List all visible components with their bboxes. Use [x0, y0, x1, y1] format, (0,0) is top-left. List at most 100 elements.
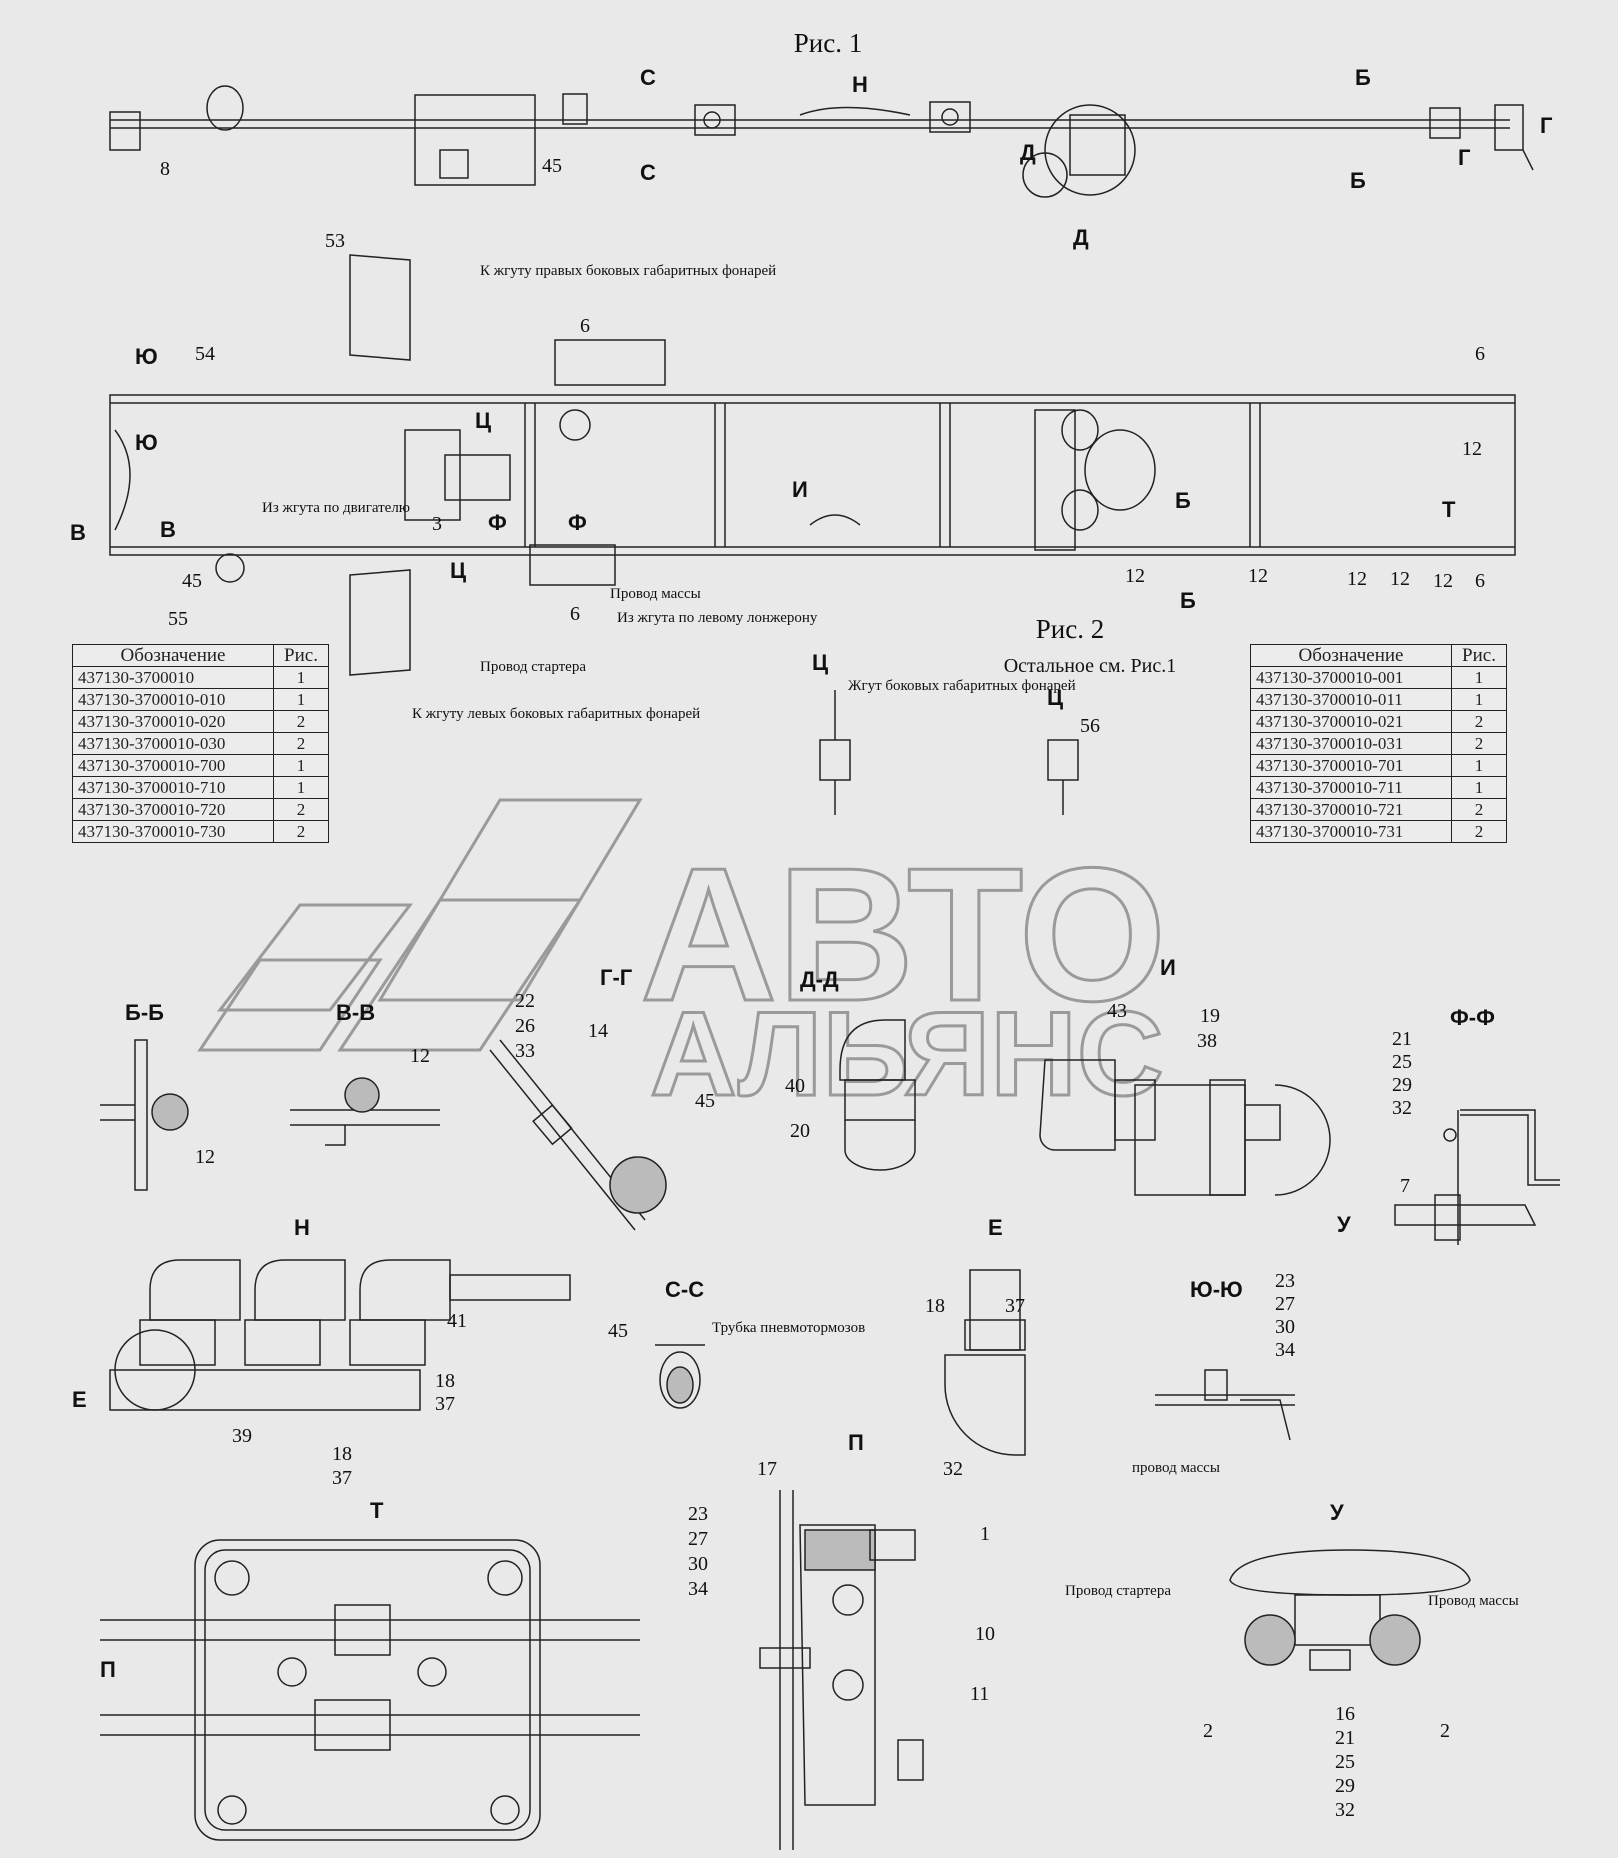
fig2-labels: 53 54 6 6 12 3 45 55 6 6 12 12 12 12 12 … [70, 230, 1485, 722]
fig1-section-b-bottom: Б [1350, 168, 1366, 193]
spec-left-fig: 2 [273, 732, 329, 755]
fig2-pos-53: 53 [325, 230, 345, 252]
section-yuyu-pos-34: 34 [1275, 1339, 1295, 1361]
view-u-pos-16: 16 [1335, 1703, 1355, 1725]
fig2-section-b-bottom: Б [1180, 588, 1196, 613]
spec-left-code: 437130-3700010-010 [72, 688, 274, 711]
spec-right-code: 437130-3700010-031 [1250, 732, 1452, 755]
view-t-view-p: П [100, 1657, 116, 1682]
view-p: П 17 32 1 10 11 23 27 30 34 [688, 1430, 995, 1850]
section-gg: Г-Г 22 26 33 14 45 [489, 965, 715, 1231]
fig2-pos-6-br: 6 [1475, 570, 1485, 592]
view-e-pos-18: 18 [925, 1295, 945, 1317]
spec-right-fig: 1 [1451, 754, 1507, 777]
fig2-pos-12-right: 12 [1462, 438, 1482, 460]
section-bb: Б-Б 12 [100, 1000, 215, 1191]
spec-right-code: 437130-3700010-021 [1250, 710, 1452, 733]
fig1-labels: 8 45 С С Н Б Б Г Г Д Д [160, 65, 1553, 250]
spec-right-code: 437130-3700010-001 [1250, 666, 1452, 689]
view-e-title: Е [988, 1215, 1003, 1240]
view-u-ground-note: Провод массы [1428, 1593, 1519, 1609]
view-p-pos-1: 1 [980, 1523, 990, 1545]
fig2-frame-top-view [109, 254, 1516, 676]
view-u-starter-note: Провод стартера [1065, 1583, 1171, 1599]
fig2-pos-45: 45 [182, 570, 202, 592]
section-dd-pos-40: 40 [785, 1075, 805, 1097]
section-dd-title: Д-Д [800, 967, 839, 992]
view-e-pos-37: 37 [1005, 1295, 1025, 1317]
section-vv-title: В-В [336, 1000, 375, 1025]
fig2-pos-3: 3 [432, 513, 442, 535]
section-cc: С-С 45 Трубка пневмотормозов [608, 1277, 865, 1409]
spec-right-code: 437130-3700010-731 [1250, 820, 1452, 843]
view-e: Е 18 37 [925, 1215, 1026, 1456]
section-bb-pos-12: 12 [195, 1146, 215, 1168]
fig2-note: Остальное см. Рис.1 [1004, 655, 1177, 677]
view-i: И 43 19 38 [1039, 955, 1331, 1196]
section-gg-pos-14: 14 [588, 1020, 608, 1042]
spec-right-fig: 1 [1451, 666, 1507, 689]
view-u-pos-2b: 2 [1440, 1720, 1450, 1742]
fig2-view-t: Т [1442, 497, 1456, 522]
spec-right-fig: 2 [1451, 798, 1507, 821]
spec-left-header-code: Обозначение [72, 644, 274, 667]
spec-right-code: 437130-3700010-011 [1250, 688, 1452, 711]
fig2-section-f-right: Ф [568, 510, 587, 535]
fig1-title: Рис. 1 [794, 28, 862, 58]
detail-ts-note: Жгут боковых габаритных фонарей [848, 678, 1076, 694]
fig1-section-g-right: Г [1540, 113, 1553, 138]
section-ff-pos-25: 25 [1392, 1051, 1412, 1073]
view-u-pos-21: 21 [1335, 1727, 1355, 1749]
section-vv-pos-12: 12 [410, 1045, 430, 1067]
fig2-pos-55: 55 [168, 608, 188, 630]
fig2-pos-12-d: 12 [1390, 568, 1410, 590]
note-left-lights-line: К жгуту левых боковых габаритных фонарей [412, 706, 700, 722]
section-ff-pos-29: 29 [1392, 1074, 1412, 1096]
spec-right-fig: 1 [1451, 776, 1507, 799]
section-ff-pos-32: 32 [1392, 1097, 1412, 1119]
section-yuyu: Ю-Ю 23 27 30 34 провод массы [1132, 1270, 1295, 1476]
detail-ts: Ц Ц Жгут боковых габаритных фонарей 56 [812, 650, 1100, 815]
section-gg-title: Г-Г [600, 965, 633, 990]
spec-right-code: 437130-3700010-721 [1250, 798, 1452, 821]
fig2-section-v-left: В [70, 520, 86, 545]
section-dd-pos-20: 20 [790, 1120, 810, 1142]
fig2-pos-6-right: 6 [1475, 343, 1485, 365]
fig1-section-c-top: С [640, 65, 656, 90]
view-i-pos-38: 38 [1197, 1030, 1217, 1052]
view-t: Т П [100, 1498, 640, 1841]
section-ff: Ф-Ф 21 25 29 32 7 У [1337, 1005, 1560, 1245]
section-ff-pos-21: 21 [1392, 1028, 1412, 1050]
spec-left-fig: 1 [273, 666, 329, 689]
spec-right-fig: 2 [1451, 710, 1507, 733]
view-u-pos-32: 32 [1335, 1799, 1355, 1821]
fig1-pos-45: 45 [542, 155, 562, 177]
view-p-pos-34: 34 [688, 1578, 708, 1600]
spec-left-fig: 2 [273, 798, 329, 821]
spec-right-code: 437130-3700010-711 [1250, 776, 1452, 799]
spec-left-code: 437130-3700010 [72, 666, 274, 689]
view-i-title: И [1160, 955, 1176, 980]
fig2-view-ts-bottom: Ц [450, 558, 466, 583]
note-ground: Провод массы [610, 586, 701, 602]
view-u-pos-25: 25 [1335, 1751, 1355, 1773]
view-u-pos-29: 29 [1335, 1775, 1355, 1797]
section-ff-view-u: У [1337, 1212, 1351, 1237]
spec-left-fig: 1 [273, 688, 329, 711]
fig2-view-ts-top: Ц [475, 408, 491, 433]
spec-left-header-fig: Рис. [273, 644, 329, 667]
spec-left-fig: 2 [273, 820, 329, 843]
